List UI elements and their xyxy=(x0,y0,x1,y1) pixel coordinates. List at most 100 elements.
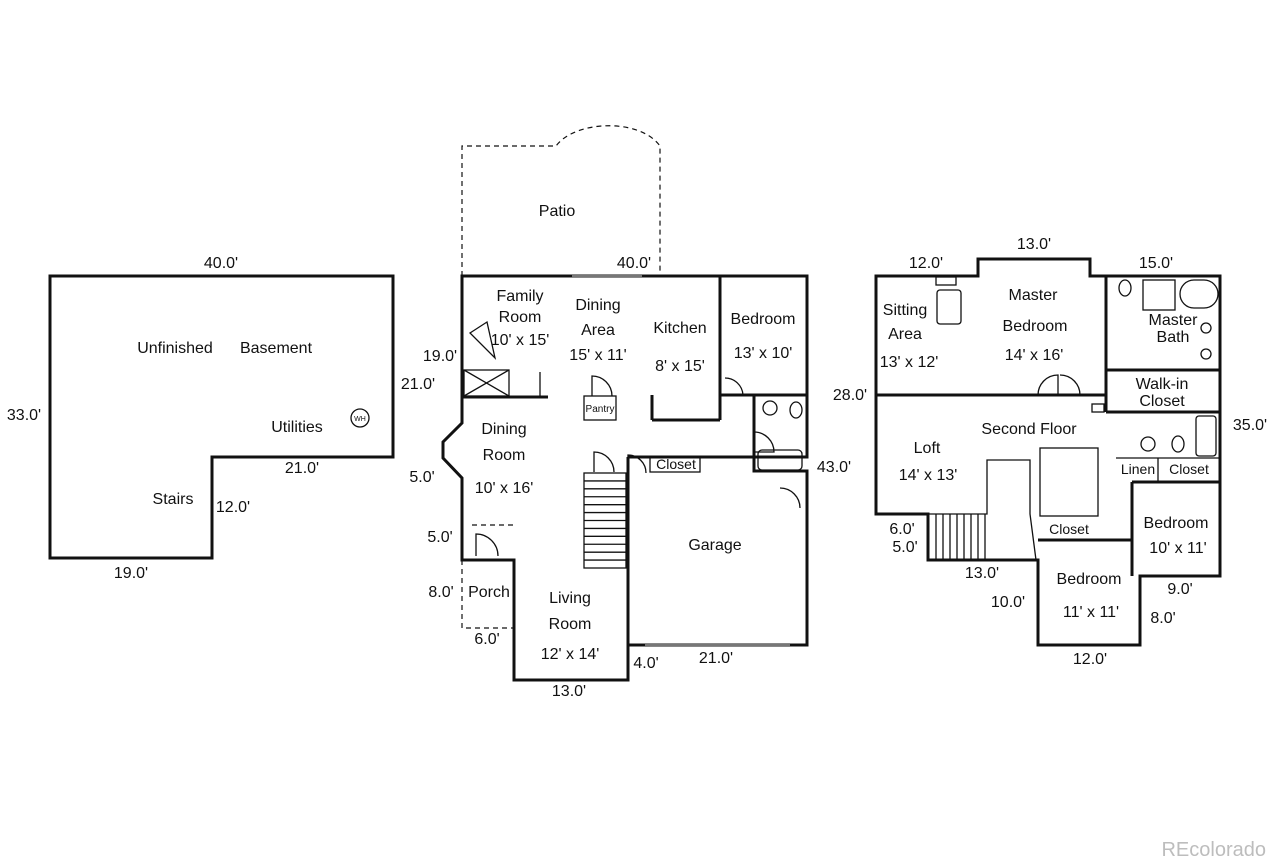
tub-symbol xyxy=(757,449,803,471)
dim-main-left: 19.0' xyxy=(423,348,457,365)
porch-outline xyxy=(461,560,514,629)
pantry-box xyxy=(583,395,617,421)
fireplace-symbol xyxy=(468,320,497,361)
label-sitting-area-2: Area xyxy=(888,326,922,343)
window-box xyxy=(935,276,957,286)
label-loft: Loft xyxy=(914,440,941,457)
watermark: REcolorado xyxy=(1161,839,1266,861)
water-heater-symbol xyxy=(350,408,370,428)
door-closet xyxy=(593,451,615,473)
label-sitting-area-1: Sitting xyxy=(883,302,927,319)
label-walkin-1: Walk-in xyxy=(1136,376,1189,393)
dim-2f-6: 6.0' xyxy=(889,521,914,538)
hall-toilet-symbol xyxy=(1171,435,1185,453)
label-walkin-2: Closet xyxy=(1139,393,1185,410)
basement-dim-mid: 21.0' xyxy=(285,460,319,477)
label-living-room-2: Room xyxy=(549,616,592,633)
dim-2f-35: 35.0' xyxy=(1233,417,1267,434)
media-box-x2 xyxy=(463,369,510,397)
label-dining-area-size: 15' x 11' xyxy=(569,347,626,364)
dim-main-13: 13.0' xyxy=(552,683,586,700)
dim-main-6: 6.0' xyxy=(474,631,499,648)
label-master-bedroom-1: Master xyxy=(1009,287,1059,304)
second-floor-plan: 12.0' 13.0' 15.0' 28.0' 35.0' 6.0' 5.0' … xyxy=(833,236,1267,668)
label-patio: Patio xyxy=(539,203,576,220)
main-stairs xyxy=(583,472,627,569)
master-tub-symbol xyxy=(1179,279,1219,309)
door-bath xyxy=(753,431,775,453)
label-bedroom-b: Bedroom xyxy=(1057,571,1122,588)
dim-2f-12: 12.0' xyxy=(909,255,943,272)
dim-2f-5: 5.0' xyxy=(892,539,917,556)
label-linen: Linen xyxy=(1121,461,1155,477)
label-living-room-size: 12' x 14' xyxy=(541,646,600,663)
dim-2f-9: 9.0' xyxy=(1167,581,1192,598)
label-kitchen: Kitchen xyxy=(653,320,706,337)
label-master-bedroom-size: 14' x 16' xyxy=(1005,347,1064,364)
dim-2f-8: 8.0' xyxy=(1150,610,1175,627)
basement-outline xyxy=(48,274,395,560)
label-kitchen-size: 8' x 15' xyxy=(655,358,705,375)
dim-2f-15: 15.0' xyxy=(1139,255,1173,272)
door-garage-side xyxy=(779,487,801,509)
basement-dim-step: 12.0' xyxy=(216,499,250,516)
label-master-bath-2: Bath xyxy=(1157,329,1190,346)
dim-2f-10: 10.0' xyxy=(991,594,1025,611)
basement-label-unfinished: Unfinished xyxy=(137,340,213,357)
label-bedroom-a-size: 10' x 11' xyxy=(1149,540,1206,557)
basement-dim-bottom: 19.0' xyxy=(114,565,148,582)
hall-tub-symbol xyxy=(1195,415,1217,457)
label-closet: Closet xyxy=(656,456,696,472)
label-bedroom-a: Bedroom xyxy=(1144,515,1209,532)
basement-label-utilities: Utilities xyxy=(271,419,323,436)
dim-main-43: 43.0' xyxy=(817,459,851,476)
label-dining-room-1: Dining xyxy=(481,421,526,438)
basement-dim-top: 40.0' xyxy=(204,255,238,272)
basement-label-basement: Basement xyxy=(240,340,313,357)
media-box xyxy=(463,369,510,397)
label-master-bedroom-2: Bedroom xyxy=(1003,318,1068,335)
master-toilet-symbol xyxy=(1118,279,1132,297)
label-bedroom: Bedroom xyxy=(731,311,796,328)
master-double-door xyxy=(1037,374,1081,396)
master-sink-2 xyxy=(1200,348,1212,360)
label-closet-2f-b: Closet xyxy=(1049,521,1089,537)
label-bedroom-size: 13' x 10' xyxy=(734,345,793,362)
label-garage: Garage xyxy=(688,537,741,554)
label-pantry: Pantry xyxy=(586,404,615,415)
basement-dim-right: 21.0' xyxy=(401,376,435,393)
dim-2f-28: 28.0' xyxy=(833,387,867,404)
second-floor-outline xyxy=(874,257,1222,647)
main-floor-plan: Patio 40.0' 19.0' 5.0' 5.0' 8.0' 6.0' 13… xyxy=(409,125,851,700)
label-dining-area-1: Dining xyxy=(575,297,620,314)
door-front xyxy=(475,533,499,557)
label-sitting-area-size: 13' x 12' xyxy=(880,354,939,371)
dim-main-8: 8.0' xyxy=(428,584,453,601)
label-family-room-size: 10' x 15' xyxy=(491,332,550,349)
dim-patio: 40.0' xyxy=(617,255,651,272)
water-heater-label: WH xyxy=(354,416,366,423)
basement-plan: WH 40.0' 33.0' 21.0' 21.0' 12.0' 19.0' U… xyxy=(7,255,435,582)
door-garage xyxy=(627,454,647,474)
label-family-room-1: Family xyxy=(496,288,543,305)
label-second-floor: Second Floor xyxy=(981,421,1077,438)
master-sink-1 xyxy=(1200,322,1212,334)
label-dining-room-size: 10' x 16' xyxy=(475,480,534,497)
walkin-window xyxy=(1091,403,1105,413)
label-dining-area-2: Area xyxy=(581,322,615,339)
dim-main-5a: 5.0' xyxy=(409,469,434,486)
label-master-bath-1: Master xyxy=(1149,312,1199,329)
upper-stairs xyxy=(928,459,1037,561)
basement-dim-left: 33.0' xyxy=(7,407,41,424)
closet-block xyxy=(1039,447,1099,517)
dim-main-21: 21.0' xyxy=(699,650,733,667)
dim-2f-13b: 13.0' xyxy=(965,565,999,582)
door-bedroom xyxy=(724,377,744,396)
basement-label-stairs: Stairs xyxy=(153,491,194,508)
label-dining-room-2: Room xyxy=(483,447,526,464)
hall-sink-symbol xyxy=(1140,436,1156,452)
dim-main-5b: 5.0' xyxy=(427,529,452,546)
label-living-room-1: Living xyxy=(549,590,591,607)
label-closet-2f-a: Closet xyxy=(1169,461,1209,477)
